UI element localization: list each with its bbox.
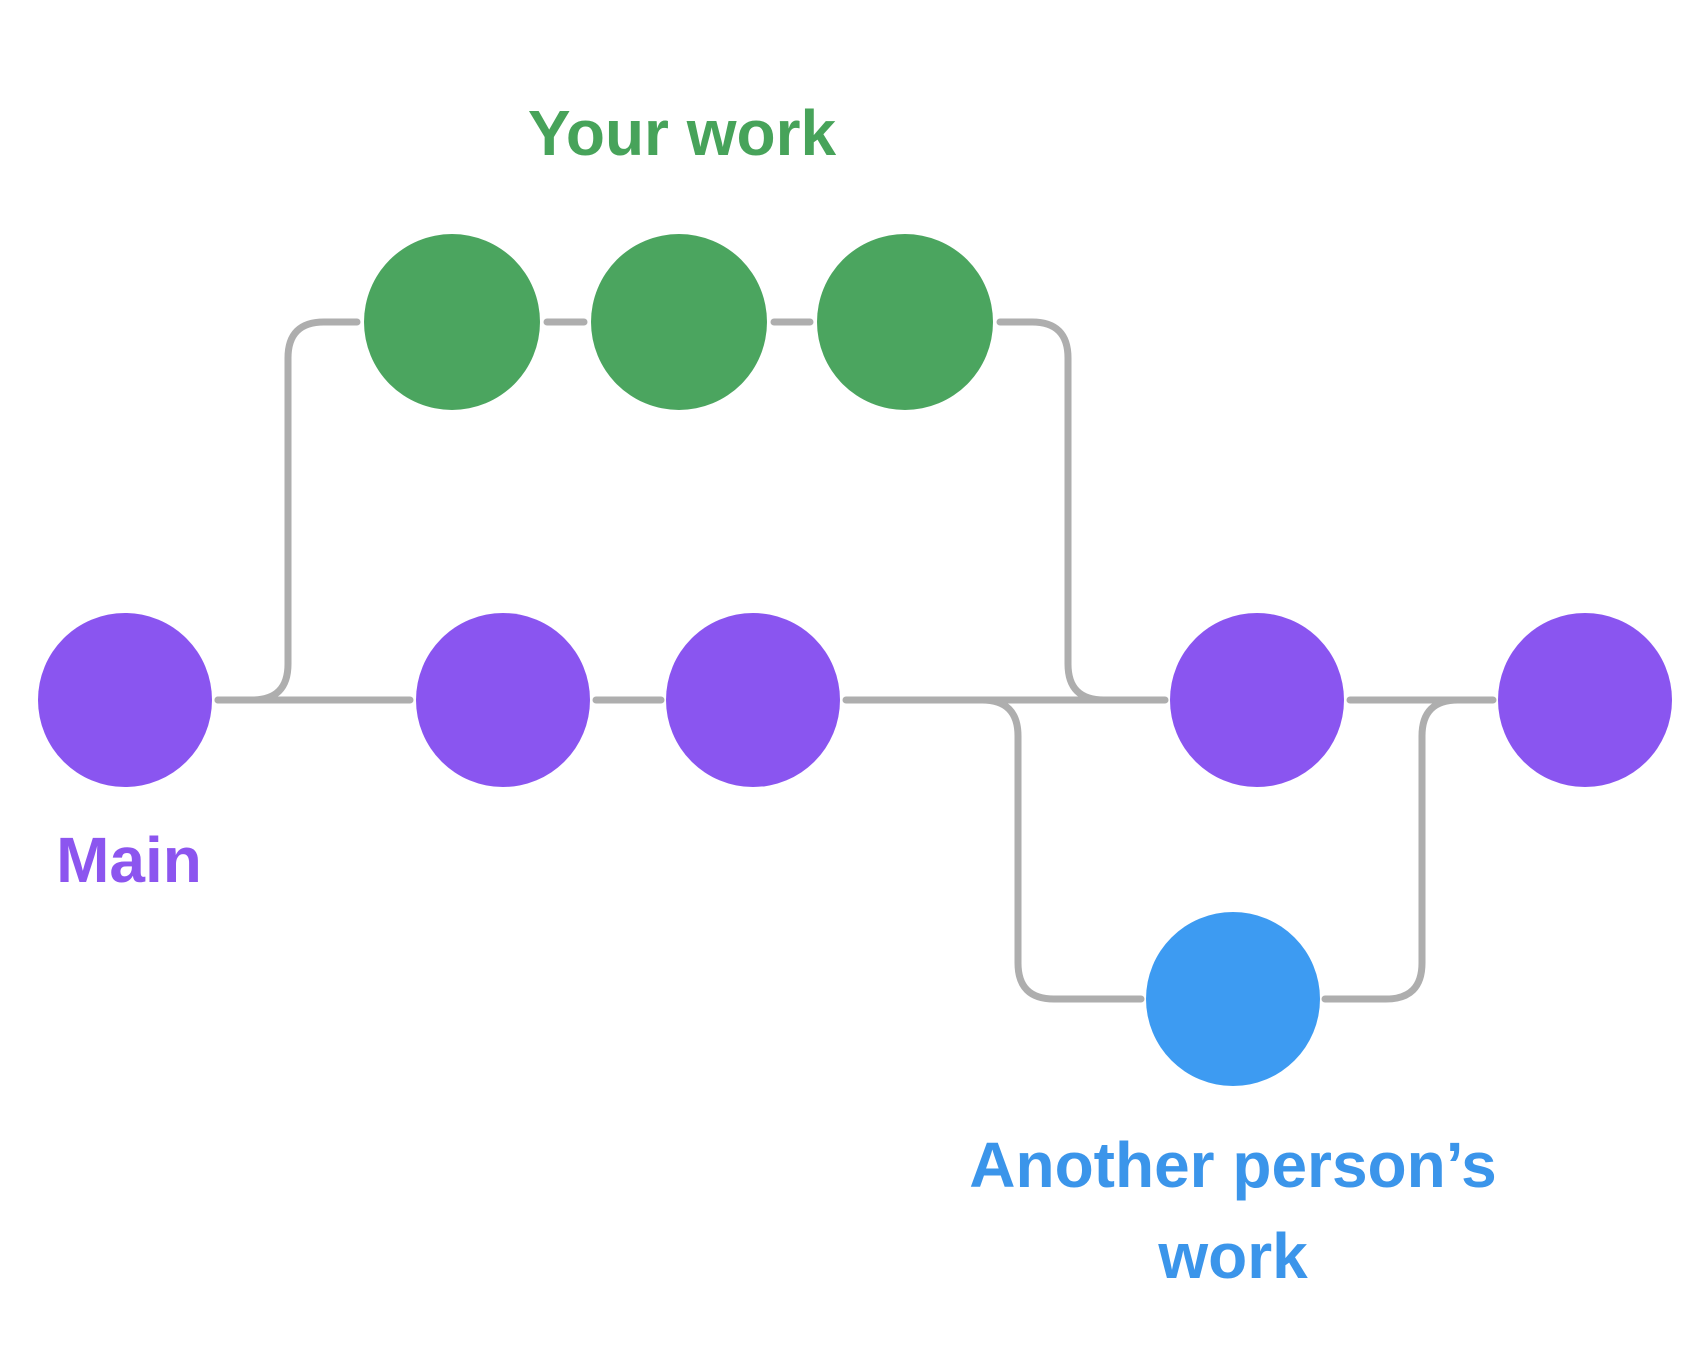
main-commit-node-4 xyxy=(1170,613,1344,787)
main-commit-node-1 xyxy=(38,613,212,787)
your-work-commit-node-1 xyxy=(364,234,540,410)
another-branch-out-line xyxy=(948,696,1145,1003)
your-work-commit-node-3 xyxy=(817,234,993,410)
another-persons-work-label-line1: Another person’s xyxy=(969,1129,1497,1201)
your-work-label-text: Your work xyxy=(527,97,837,169)
your-work-label: Your work xyxy=(528,88,836,179)
another-persons-work-label-line2: work xyxy=(1158,1220,1308,1292)
another-persons-work-label: Another person’s work xyxy=(969,1120,1496,1302)
another-merge-in-line xyxy=(1321,696,1462,1003)
main-commit-node-5 xyxy=(1498,613,1672,787)
node-layer xyxy=(38,234,1672,1086)
main-label-text: Main xyxy=(56,824,202,896)
another-persons-work-commit-node-1 xyxy=(1146,912,1320,1086)
edge-layer xyxy=(214,318,1497,1003)
your-work-commit-node-2 xyxy=(591,234,767,410)
main-commit-node-2 xyxy=(416,613,590,787)
main-commit-node-3 xyxy=(666,613,840,787)
your-work-merge-in-line xyxy=(996,318,1108,704)
main-label: Main xyxy=(56,815,202,906)
your-work-branch-out-line xyxy=(214,318,361,704)
